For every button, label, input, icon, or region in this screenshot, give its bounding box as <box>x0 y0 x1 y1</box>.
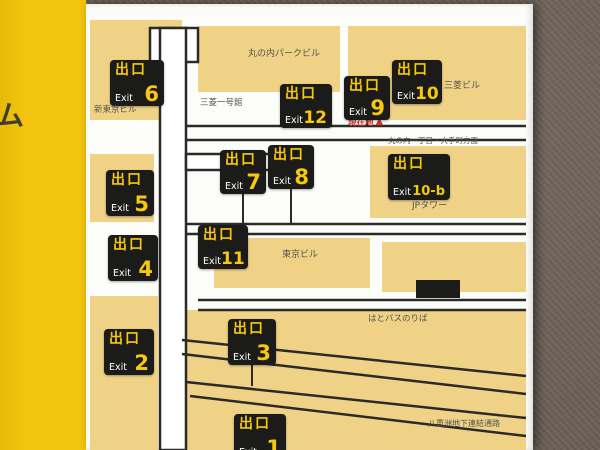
exit-number: 4 <box>138 257 153 282</box>
map-label-mitsubishi-ichigokan: 三菱一号館 <box>200 98 243 108</box>
exit-sign-2: 出口 Exit 2 <box>104 329 154 375</box>
exit-en-label: Exit <box>111 202 129 214</box>
sign-yellow-frame: ム <box>0 0 86 450</box>
exit-kanji-label: 出口 <box>113 237 145 253</box>
passage-line <box>185 380 527 420</box>
map-label-direction-otemachi: 丸の内一丁目・大手町方面 <box>388 136 478 145</box>
exit-sign-5: 出口 Exit 5 <box>106 170 154 216</box>
exit-kanji-label: 出口 <box>349 78 381 94</box>
exit-en-label: Exit <box>397 90 415 102</box>
exit-kanji-label: 出口 <box>239 416 271 432</box>
exit-kanji-label: 出口 <box>203 227 235 243</box>
exit-number: 5 <box>134 192 149 217</box>
exit-kanji-label: 出口 <box>285 86 317 102</box>
exit-number: 7 <box>246 170 261 195</box>
exit-sign-4: 出口 Exit 4 <box>108 235 158 281</box>
exit-kanji-label: 出口 <box>273 147 305 163</box>
exit-en-label: Exit <box>349 106 367 118</box>
exit-sign-1: 出口 Exit 1 <box>234 414 286 450</box>
current-location-label: 現在地 <box>348 118 374 128</box>
exit-kanji-label: 出口 <box>397 62 429 78</box>
exit-number: 11 <box>221 248 245 269</box>
map-label-mitsubishi-bldg: 三菱ビル <box>444 81 481 91</box>
current-location-triangle-icon: ▲ <box>375 116 384 127</box>
passage-line <box>189 394 527 438</box>
corridor-shape <box>158 26 188 450</box>
exit-en-label: Exit <box>393 186 411 198</box>
map-label-hato-bus-stop: はとバスのりば <box>368 314 428 324</box>
exit-en-label: Exit <box>225 180 243 192</box>
exit-number: 2 <box>134 351 149 376</box>
exit-en-label: Exit <box>239 447 257 450</box>
exit-kanji-label: 出口 <box>393 156 425 172</box>
map-label-shin-tokyo-bldg: 新東京ビル <box>94 105 137 115</box>
building-shape <box>198 26 340 92</box>
exit-sign-3: 出口 Exit 3 <box>228 319 276 365</box>
exit-en-label: Exit <box>113 267 131 279</box>
exit-kanji-label: 出口 <box>115 62 147 78</box>
exit-number: 6 <box>144 82 159 107</box>
exit-kanji-label: 出口 <box>225 152 257 168</box>
exit-number: 9 <box>370 96 385 121</box>
exit-en-label: Exit <box>233 351 251 363</box>
exit-number: 10 <box>415 83 439 104</box>
frame-partial-text: ム <box>0 99 25 132</box>
exit-number: 1 <box>266 436 281 450</box>
exit-kanji-label: 出口 <box>109 331 141 347</box>
exit-kanji-label: 出口 <box>233 321 265 337</box>
map-label-tokyo-bldg: 東京ビル <box>282 250 319 260</box>
map-label-jp-tower: JPタワー <box>412 201 448 211</box>
exit-number: 3 <box>256 341 271 366</box>
exit-number: 12 <box>303 107 327 128</box>
exit-en-label: Exit <box>273 175 291 187</box>
current-location-marker: 現在地 ▲ <box>348 116 384 129</box>
exit-sign-6: 出口 Exit 6 <box>110 60 164 106</box>
exit-en-label: Exit <box>285 114 303 126</box>
exit-en-label: Exit <box>115 92 133 104</box>
exit-kanji-label: 出口 <box>111 172 143 188</box>
exit-number: 10-b <box>412 184 445 200</box>
map-label-marunouchi-park-bldg: 丸の内パークビル <box>248 49 321 59</box>
exit-en-label: Exit <box>203 255 221 267</box>
bus-terminal-block <box>416 280 460 298</box>
exit-en-label: Exit <box>109 361 127 373</box>
map-label-yaesu-passage: 八重洲地下連結通路 <box>428 419 500 428</box>
exit-number: 8 <box>294 165 309 190</box>
